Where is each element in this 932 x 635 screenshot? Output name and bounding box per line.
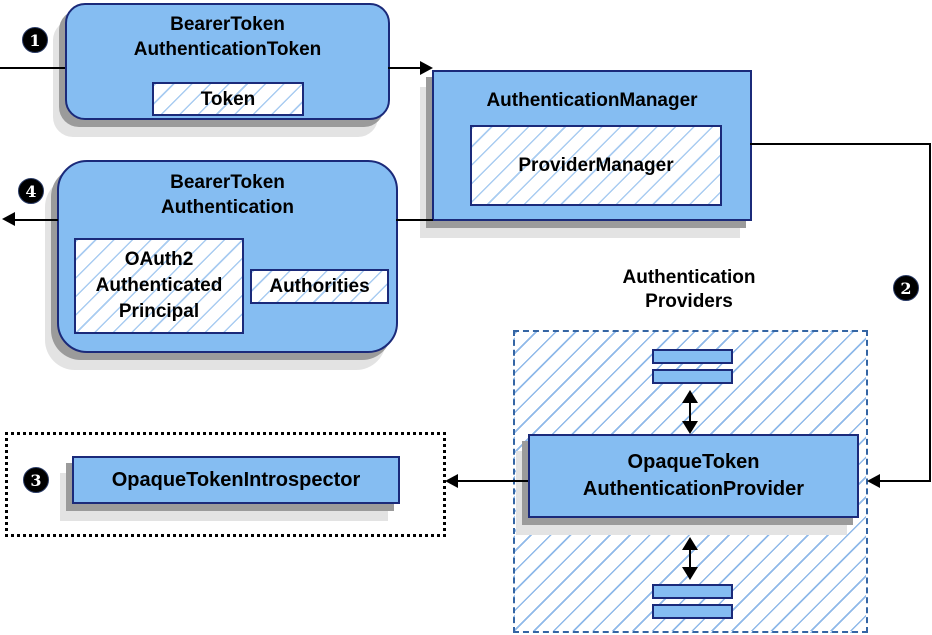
provider-link-bottom-arrowhead-up-icon: [682, 537, 698, 550]
authentication-out-line: [13, 219, 58, 221]
provider-link-top-arrowhead-down-icon: [682, 421, 698, 434]
step-badge-2: 2: [893, 275, 919, 301]
provider-link-bottom-stem: [689, 547, 691, 569]
authentication-out-arrowhead-icon: [2, 212, 15, 226]
token-box: Token: [152, 82, 304, 116]
principal-line3: Principal: [118, 301, 200, 322]
manager-to-authentication-line: [396, 219, 433, 221]
providers-in-arrowhead-icon: [867, 474, 880, 488]
authentication-providers-label-line1: Authentication: [622, 267, 756, 288]
authentication-providers-label: Authentication Providers: [589, 266, 789, 314]
manager-to-providers-line-right: [929, 143, 931, 482]
authentication-manager-title: AuthenticationManager: [434, 88, 750, 113]
step-badge-4-number: 4: [25, 181, 37, 201]
am-title-text: AuthenticationManager: [486, 90, 698, 111]
bearer-token-authentication-token-title: BearerToken AuthenticationToken: [67, 12, 388, 62]
token-label: Token: [200, 88, 256, 110]
bta-title-line1: BearerToken: [170, 172, 285, 193]
bearer-token-authentication-token-box: BearerToken AuthenticationToken Token: [65, 3, 390, 120]
provider-manager-label: ProviderManager: [518, 155, 674, 176]
provider-link-top-stem: [689, 400, 691, 423]
principal-line2: Authenticated: [95, 275, 223, 296]
bearer-token-authentication-title: BearerToken Authentication: [59, 170, 396, 220]
provider-bar-top-2: [652, 369, 733, 384]
otap-title: OpaqueToken AuthenticationProvider: [530, 436, 857, 516]
provider-to-introspector-line: [457, 480, 528, 482]
provider-manager-box: ProviderManager: [470, 125, 722, 206]
otap-title-line2: AuthenticationProvider: [582, 478, 805, 500]
opaque-token-introspector-box: OpaqueTokenIntrospector: [72, 456, 400, 504]
btat-title-line1: BearerToken: [170, 14, 285, 35]
authentication-manager-box: AuthenticationManager ProviderManager: [432, 70, 752, 221]
authorities-box: Authorities: [250, 269, 389, 304]
step-badge-3-number: 3: [30, 470, 42, 490]
oauth2-authenticated-principal-box: OAuth2 Authenticated Principal: [74, 238, 244, 334]
btat-title-line2: AuthenticationToken: [133, 39, 322, 60]
step-badge-2-number: 2: [900, 278, 912, 298]
authentication-providers-label-line2: Providers: [645, 291, 733, 312]
token-to-manager-arrowhead-icon: [420, 61, 433, 75]
step-badge-1-number: 1: [29, 30, 41, 50]
otap-title-line1: OpaqueToken: [627, 451, 760, 473]
manager-to-providers-line-top: [750, 143, 931, 145]
opaque-token-authentication-provider-box: OpaqueToken AuthenticationProvider: [528, 434, 859, 518]
provider-to-introspector-arrowhead-icon: [445, 474, 458, 488]
provider-link-top-arrowhead-up-icon: [682, 390, 698, 403]
step-badge-1: 1: [22, 27, 48, 53]
provider-bar-bottom-1: [652, 584, 733, 599]
provider-link-bottom-arrowhead-down-icon: [682, 567, 698, 580]
principal-line1: OAuth2: [124, 249, 194, 270]
provider-bar-top-1: [652, 349, 733, 364]
manager-to-providers-line-bottom: [879, 480, 931, 482]
bta-title-line2: Authentication: [161, 197, 294, 218]
oti-label: OpaqueTokenIntrospector: [111, 469, 361, 491]
token-to-manager-line: [388, 67, 421, 69]
incoming-request-line: [0, 67, 65, 69]
bearer-token-authentication-box: BearerToken Authentication OAuth2 Authen…: [57, 160, 398, 353]
provider-bar-bottom-2: [652, 604, 733, 619]
step-badge-4: 4: [18, 178, 44, 204]
step-badge-3: 3: [23, 467, 49, 493]
authorities-label: Authorities: [269, 276, 370, 297]
